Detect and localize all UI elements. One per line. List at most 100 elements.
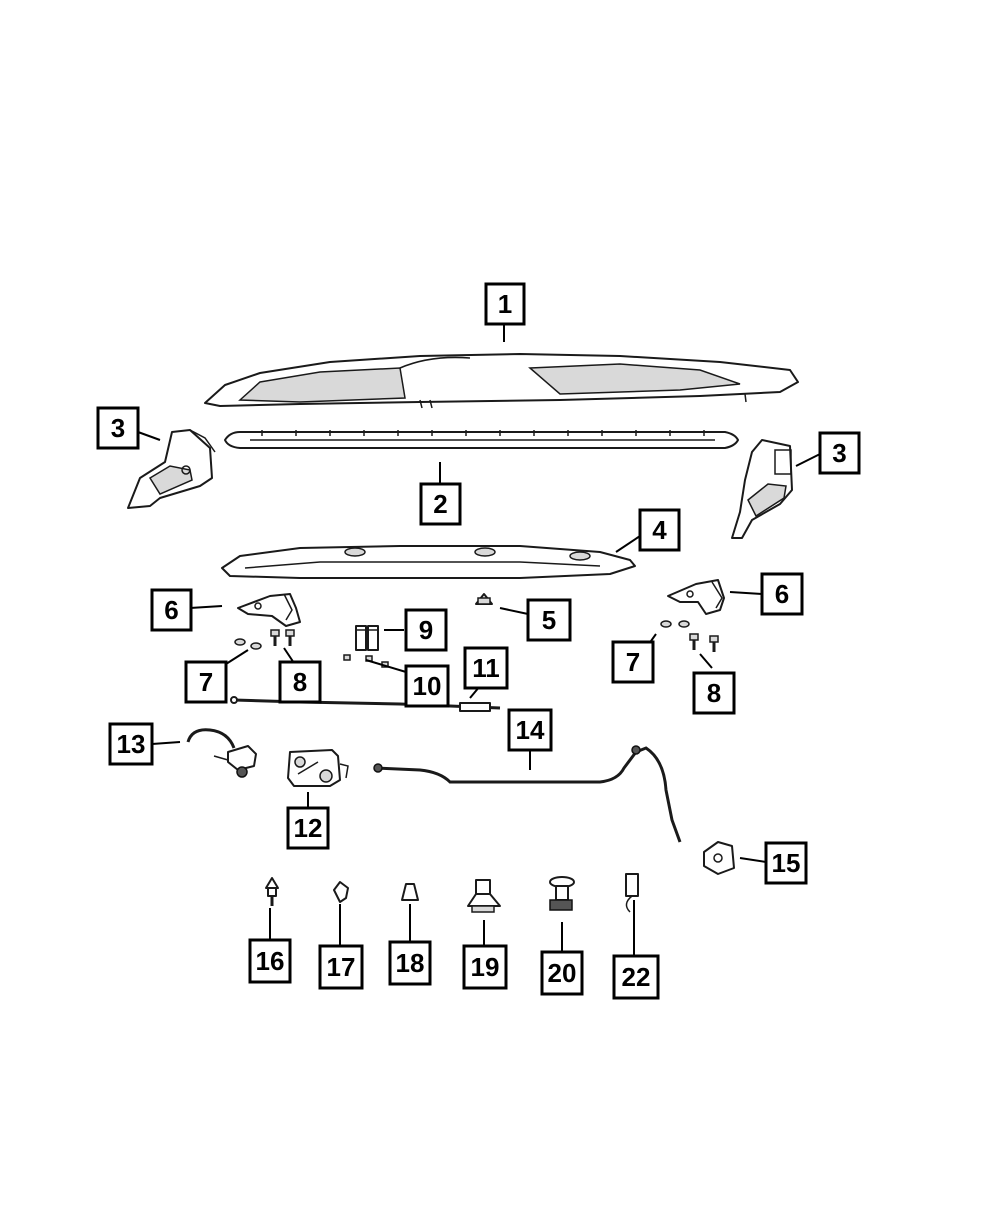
callout-c4: 4 [638, 508, 681, 552]
callout-number-c18: 18 [396, 948, 425, 978]
callout-number-c20: 20 [548, 958, 577, 988]
callout-c20: 20 [540, 950, 584, 996]
callout-number-c17: 17 [327, 952, 356, 982]
part-pull-loop [625, 873, 639, 913]
part-stop-screw [549, 876, 575, 911]
callout-box-c15 [764, 841, 808, 885]
callout-number-c14: 14 [516, 715, 545, 745]
callout-c6b: 6 [760, 572, 804, 616]
callout-box-c6a [150, 588, 193, 632]
callout-box-c4 [638, 508, 681, 552]
callout-number-c8b: 8 [707, 678, 721, 708]
callout-box-c3a [96, 406, 140, 450]
callout-number-c3a: 3 [111, 413, 125, 443]
callout-c19: 19 [462, 944, 508, 990]
part-hood-hinge-right [667, 579, 725, 615]
callout-box-c7b [611, 640, 655, 684]
leader-lines [137, 324, 821, 956]
callout-number-c19: 19 [471, 952, 500, 982]
callout-number-c1: 1 [498, 289, 512, 319]
part-release-cable [373, 745, 682, 843]
callout-c3b: 3 [818, 431, 861, 475]
callout-number-c10: 10 [413, 671, 442, 701]
callout-c15: 15 [764, 841, 808, 885]
callout-c17: 17 [318, 944, 364, 990]
callout-c13: 13 [108, 722, 154, 766]
callout-c16: 16 [248, 938, 292, 984]
part-hood-seal [224, 430, 739, 449]
callout-box-c12 [286, 806, 330, 850]
callout-number-c16: 16 [256, 946, 285, 976]
callout-c9: 9 [404, 608, 448, 652]
callout-number-c5: 5 [542, 605, 556, 635]
callout-number-c13: 13 [117, 729, 146, 759]
part-push-pin [265, 877, 279, 906]
callout-box-c8b [692, 671, 736, 715]
callout-c8a: 8 [278, 660, 322, 704]
callout-c7b: 7 [611, 640, 655, 684]
callout-number-c12: 12 [294, 813, 323, 843]
callout-box-c18 [388, 940, 432, 986]
part-striker-brackets [355, 625, 379, 651]
callout-c8b: 8 [692, 671, 736, 715]
callout-box-c9 [404, 608, 448, 652]
callout-c10: 10 [404, 664, 450, 708]
part-prop-rod [230, 696, 501, 712]
part-bumper-stop [401, 883, 419, 901]
part-hinge-bracket-right [731, 439, 793, 539]
callout-number-c11: 11 [472, 653, 500, 683]
callout-box-c22 [612, 954, 660, 1000]
callout-c12: 12 [286, 806, 330, 850]
callout-number-c6b: 6 [775, 579, 789, 609]
part-hood-latch [287, 749, 349, 787]
callout-box-c7a [184, 660, 228, 704]
callout-c2: 2 [419, 482, 462, 526]
callout-box-c1 [484, 282, 526, 326]
callout-c18: 18 [388, 940, 432, 986]
callout-box-c10 [404, 664, 450, 708]
callout-c14: 14 [507, 708, 553, 752]
callout-box-c5 [526, 598, 572, 642]
callout-box-c17 [318, 944, 364, 990]
callout-c3a: 3 [96, 406, 140, 450]
callout-number-c15: 15 [772, 848, 801, 878]
callout-number-c8a: 8 [293, 667, 307, 697]
part-hinge-bracket-left [127, 429, 216, 509]
part-adjustable-bumper [467, 879, 501, 913]
part-hood-panel [204, 353, 799, 409]
callout-box-c8a [278, 660, 322, 704]
callout-box-c14 [507, 708, 553, 752]
callout-box-c19 [462, 944, 508, 990]
callout-number-c7b: 7 [626, 647, 640, 677]
part-hood-insulator [221, 545, 636, 579]
callout-box-c3b [818, 431, 861, 475]
callout-number-c9: 9 [419, 615, 433, 645]
part-hood-bumper [475, 593, 493, 605]
part-bolts-right [689, 633, 719, 652]
callout-number-c3b: 3 [832, 438, 846, 468]
callout-c1: 1 [484, 282, 526, 326]
callout-number-c2: 2 [433, 489, 447, 519]
callout-number-c7a: 7 [199, 667, 213, 697]
callout-box-c13 [108, 722, 154, 766]
callout-box-c16 [248, 938, 292, 984]
callout-c11: 11 [463, 646, 509, 690]
callout-c6a: 6 [150, 588, 193, 632]
callout-number-c22: 22 [622, 962, 651, 992]
part-latch-switch [186, 728, 257, 778]
part-clip-17 [333, 881, 349, 903]
callout-c22: 22 [612, 954, 660, 1000]
callout-box-c2 [419, 482, 462, 526]
callout-number-c6a: 6 [164, 595, 178, 625]
callout-c5: 5 [526, 598, 572, 642]
part-release-handle [703, 841, 735, 875]
callout-number-c4: 4 [652, 515, 667, 545]
part-hood-hinge-left [237, 593, 301, 627]
callout-box-c20 [540, 950, 584, 996]
part-nuts-right [660, 620, 690, 628]
callout-box-c6b [760, 572, 804, 616]
callout-c7a: 7 [184, 660, 228, 704]
part-bolts-left [270, 629, 295, 646]
